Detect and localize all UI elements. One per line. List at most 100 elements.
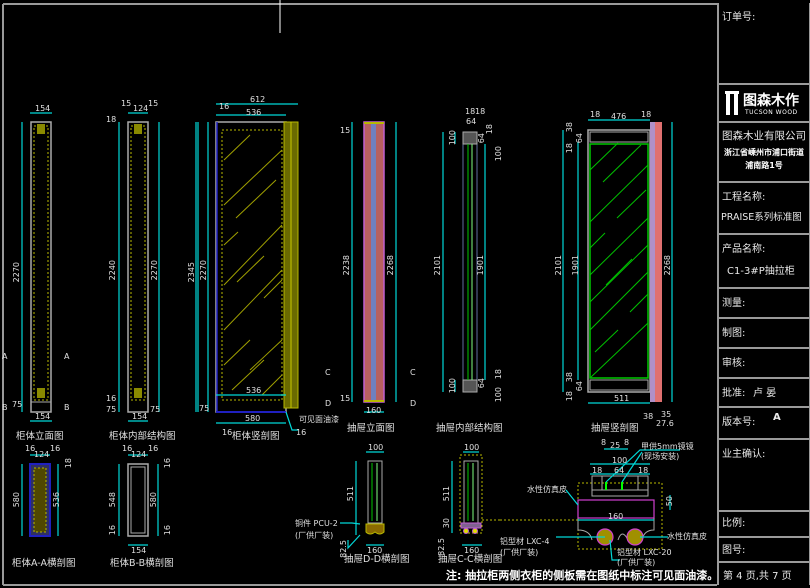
- internal-outline: [127, 121, 149, 413]
- aa-hatch: [33, 467, 47, 533]
- product-cell: 产品名称: C1-3#P抽拉柜: [719, 235, 809, 289]
- company-address-line1: 浙江省嵊州市浦口街道: [724, 148, 804, 157]
- dim-text: 18: [592, 466, 603, 475]
- drawer-stripe: [371, 124, 376, 400]
- detail-base-plate: [577, 499, 655, 519]
- owner-confirm-cell: 业主确认:: [719, 440, 809, 512]
- company-cell: 图森木业有限公司 浙江省嵊州市浦口街道 浦南路1号: [719, 123, 809, 183]
- dim-text: 160: [464, 546, 480, 555]
- view-section-cc[interactable]: [451, 451, 500, 546]
- view-drawer-internal[interactable]: [442, 131, 486, 393]
- dim-text: 16: [163, 525, 172, 536]
- dim-text: 511: [442, 486, 451, 502]
- dim-lines: [442, 132, 486, 392]
- logo-text-cn: 图森木作: [743, 93, 799, 109]
- measure-label: 测量:: [722, 298, 746, 309]
- leather-note-right: 水性仿真皮: [667, 532, 707, 541]
- dim-text: 124: [131, 450, 147, 459]
- detail-drawer-box: [591, 475, 649, 497]
- dim-text: 100: [494, 146, 503, 162]
- tucson-logo-icon: [725, 91, 739, 115]
- dim-text: 38: [565, 122, 574, 133]
- mirror-hatch: [589, 142, 649, 379]
- version-cell: 版本号: A: [719, 408, 809, 440]
- view-cabinet-elevation[interactable]: [21, 112, 52, 422]
- dim-lines: [451, 451, 482, 546]
- view-detail-base[interactable]: [500, 448, 680, 561]
- project-value: PRAISE系列标准图: [721, 212, 802, 223]
- cc-body: [463, 460, 479, 524]
- dim-text: 124: [133, 104, 149, 113]
- drawing-cell: 制图:: [719, 319, 809, 349]
- drawing-no-label: 图号:: [722, 545, 746, 556]
- dim-text: 15: [121, 99, 132, 108]
- product-label: 产品名称:: [722, 244, 766, 255]
- section-marker-c-left: C: [325, 368, 331, 377]
- dim-text: 100: [368, 443, 384, 452]
- company-logo: 图森木作 TUCSON WOOD: [723, 89, 805, 119]
- dim-text: 64: [575, 133, 584, 144]
- caption-drawer-elevation: 抽屉立面图: [347, 423, 395, 434]
- drawing-border: [2, 3, 717, 586]
- view-section-bb[interactable]: [118, 454, 159, 546]
- title-block: 订单号: 图森木作 TUCSON WOOD 图森木业有限公司 浙江省嵊州市浦口街…: [717, 3, 810, 585]
- footer-note: 注: 抽拉柜两侧衣柜的侧板需在图纸中标注可见面油漆。: [446, 569, 719, 582]
- view-drawer-elevation[interactable]: [351, 121, 397, 413]
- dim-text: 580: [12, 492, 21, 508]
- dim-text: 100: [448, 378, 457, 394]
- cabinet-inner-hatch: [33, 125, 49, 401]
- view-cabinet-internal[interactable]: [118, 112, 197, 422]
- order-no-cell: 订单号:: [719, 3, 809, 85]
- dd-hardware: [365, 523, 385, 535]
- view-cabinet-vertical-section[interactable]: [197, 103, 299, 431]
- leather-strip-violet: [650, 122, 655, 402]
- dim-text: 50: [665, 496, 674, 507]
- dim-text: 154: [132, 412, 148, 421]
- dim-text: 18: [590, 110, 601, 119]
- drawing-label: 制图:: [722, 328, 746, 339]
- view-section-aa[interactable]: [21, 454, 59, 537]
- dim-text: 64: [477, 378, 486, 389]
- detail-dashed-outline: [577, 482, 663, 550]
- caption-cabinet-vertical-section: 柜体竖剖图: [232, 431, 280, 442]
- section-marker-a-left: A: [2, 352, 8, 361]
- cc-wheel: [463, 528, 469, 534]
- company-address-line2: 浦南路1号: [745, 161, 783, 170]
- project-cell: 工程名称: PRAISE系列标准图: [719, 183, 809, 235]
- dim-lines: [556, 448, 680, 561]
- caption-section-bb: 柜体B-B横剖图: [110, 558, 174, 569]
- section-marker-c: C: [410, 368, 416, 377]
- dim-text: 18: [106, 115, 117, 124]
- scale-cell: 比例:: [719, 512, 809, 538]
- hinge-bottom: [37, 388, 45, 398]
- dim-text: 1901: [476, 255, 485, 276]
- dim-text: 75: [106, 405, 117, 414]
- dim-lines: [340, 451, 384, 550]
- leather-note-left: 水性仿真皮: [527, 485, 567, 494]
- profile-2-label: 铝型材 LXC-20: [617, 548, 672, 557]
- section-marker-a-right: A: [64, 352, 70, 361]
- view-drawer-vertical-section[interactable]: [562, 119, 673, 404]
- caption-cabinet-elevation: 柜体立面图: [16, 431, 64, 442]
- dim-lines: [118, 112, 197, 422]
- top-block: [462, 131, 478, 145]
- owner-confirm-label: 业主确认:: [722, 449, 766, 460]
- dim-text: 75: [150, 405, 161, 414]
- dim-lines: [197, 103, 298, 431]
- company-name: 图森木业有限公司: [722, 130, 806, 142]
- dim-text: 2270: [199, 260, 208, 281]
- dim-lines: [21, 454, 59, 536]
- hinge-top: [37, 124, 45, 134]
- dim-text: 38: [643, 412, 654, 421]
- dim-text: 100: [448, 130, 457, 146]
- mirror-hatch: [223, 134, 283, 396]
- profile-2-note: (厂供厂装): [617, 558, 656, 567]
- view-section-dd[interactable]: [340, 451, 385, 550]
- dim-text: 160: [608, 512, 624, 521]
- dim-text: 124: [34, 450, 50, 459]
- review-label: 审核:: [722, 358, 746, 369]
- dim-text: 8: [601, 438, 607, 447]
- dim-text: 64: [466, 117, 477, 126]
- dim-text: 18: [565, 143, 574, 154]
